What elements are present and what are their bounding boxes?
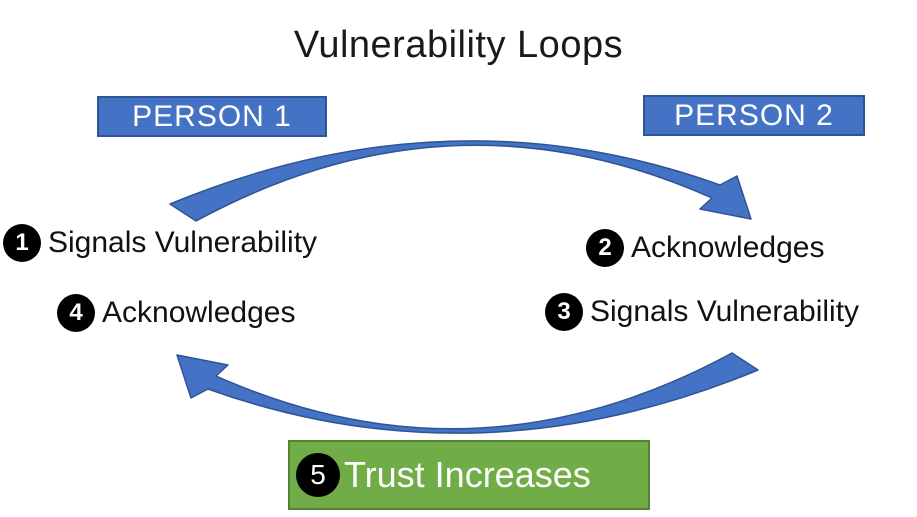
loop-arrow-bottom <box>176 352 759 434</box>
step-4-number-badge: 4 <box>57 294 95 332</box>
step-1-signals-vulnerability: 1 Signals Vulnerability <box>3 224 317 262</box>
step-3-number-badge: 3 <box>545 293 583 331</box>
trust-increases-box: 5 Trust Increases <box>288 440 650 510</box>
person-2-label: PERSON 2 <box>674 98 834 132</box>
person-1-box: PERSON 1 <box>97 96 327 137</box>
person-2-box: PERSON 2 <box>643 95 865 136</box>
step-1-label: Signals Vulnerability <box>48 226 318 259</box>
step-1-number-badge: 1 <box>3 224 41 262</box>
step-4-acknowledges: 4 Acknowledges <box>57 294 295 332</box>
step-3-signals-vulnerability: 3 Signals Vulnerability <box>545 293 859 331</box>
diagram-title: Vulnerability Loops <box>293 24 624 66</box>
step-5-label: Trust Increases <box>344 454 591 495</box>
step-4-label: Acknowledges <box>102 296 296 329</box>
person-1-label: PERSON 1 <box>132 99 292 133</box>
loop-arrow-top <box>169 140 752 222</box>
step-2-label: Acknowledges <box>631 231 825 264</box>
step-3-label: Signals Vulnerability <box>590 295 860 328</box>
step-2-acknowledges: 2 Acknowledges <box>586 229 824 267</box>
step-2-number-badge: 2 <box>586 229 624 267</box>
step-5-number-badge: 5 <box>296 453 340 497</box>
